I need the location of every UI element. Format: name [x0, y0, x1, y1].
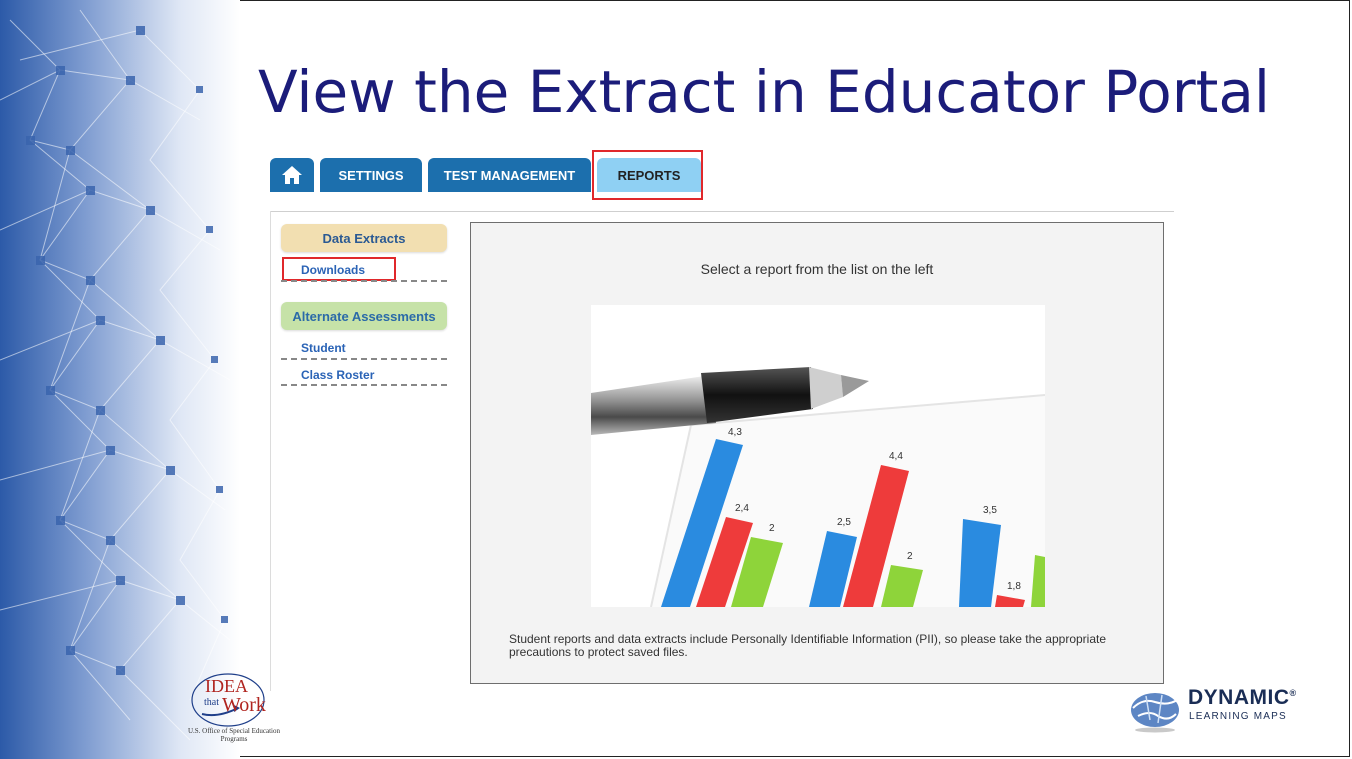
tab-test-management[interactable]: TEST MANAGEMENT: [428, 158, 591, 192]
photo-label: 2: [907, 551, 913, 562]
photo-bars: [661, 439, 1045, 607]
downloads-highlight-box: [282, 257, 396, 281]
sidebar-item-class-roster[interactable]: Class Roster: [301, 368, 375, 382]
dlm-name-text: DYNAMIC: [1188, 686, 1290, 709]
tab-home[interactable]: [270, 158, 314, 192]
sidebar-divider: [270, 211, 271, 691]
osep-caption: U.S. Office of Special Education Program…: [187, 727, 280, 743]
idea-that-work-logo: [191, 673, 265, 727]
registered-mark: ®: [1289, 688, 1297, 698]
dlm-logo-subtitle: LEARNING MAPS: [1189, 711, 1287, 722]
photo-label: 4,4: [889, 451, 903, 462]
photo-bar-labels: 4,3 2,4 2 2,5 4,4 2 3,5 1,8: [728, 427, 1021, 592]
sidebar-separator: [281, 384, 447, 386]
photo-label: 4,3: [728, 427, 742, 438]
sidebar-header-alternate-assessments[interactable]: Alternate Assessments: [281, 302, 447, 330]
dlm-globe-icon: [1131, 693, 1179, 733]
select-report-prompt: Select a report from the list on the lef…: [700, 261, 934, 277]
tab-reports[interactable]: REPORTS: [597, 158, 701, 192]
reports-highlight-box: [592, 150, 703, 200]
sidebar-separator: [281, 358, 447, 360]
sidebar-header-data-extracts[interactable]: Data Extracts: [281, 224, 447, 252]
dlm-logo-name: DYNAMIC®: [1188, 686, 1297, 710]
tab-settings[interactable]: SETTINGS: [320, 158, 422, 192]
nav-divider: [270, 211, 1174, 212]
home-icon: [282, 166, 302, 184]
sidebar-separator: [281, 280, 447, 282]
idea-logo-text: IDEA: [205, 676, 248, 696]
idea-logo-work: Work: [222, 694, 266, 716]
photo-label: 1,8: [1007, 581, 1021, 592]
photo-label: 2,4: [735, 503, 749, 514]
photo-label: 3,5: [983, 505, 997, 516]
photo-label: 2: [769, 523, 775, 534]
sidebar-item-student[interactable]: Student: [301, 341, 346, 355]
report-panel: Select a report from the list on the lef…: [470, 222, 1164, 684]
photo-label: 2,5: [837, 517, 851, 528]
idea-logo-that: that: [204, 697, 219, 708]
sidebar-item-downloads[interactable]: Downloads: [301, 263, 366, 277]
slide-title: View the Extract in Educator Portal: [258, 58, 1270, 126]
network-decoration: [0, 0, 240, 759]
reports-illustration-image: 4,3 2,4 2 2,5 4,4 2 3,5 1,8: [591, 305, 1045, 607]
pii-warning-note: Student reports and data extracts includ…: [509, 632, 1107, 659]
